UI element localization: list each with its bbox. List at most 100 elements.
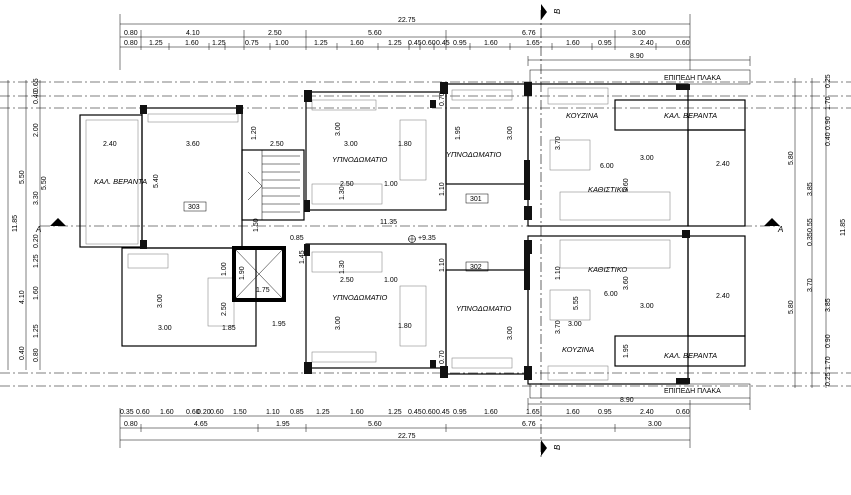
right-a-dim-1: 1.70 [825,96,832,110]
bottom-row1-dim-4: 0.20 [197,409,211,416]
left-mid-dim-1: 5.50 [41,176,48,190]
svg-text:1.30: 1.30 [339,260,346,274]
svg-text:3.00: 3.00 [335,316,342,330]
unit-tag-303: 303 [183,201,207,212]
svg-text:302: 302 [470,264,482,271]
bottom-right-block-dim: 8.90 [620,397,634,404]
svg-text:A: A [35,225,41,234]
svg-text:301: 301 [470,196,482,203]
bottom-row1-dim-11: 1.25 [388,409,402,416]
top-row2-dim-8: 1.25 [388,40,402,47]
svg-text:1.75: 1.75 [256,287,270,294]
svg-text:3.00: 3.00 [507,326,514,340]
top-row2-dim-10: 0.60 [422,40,436,47]
bottom-row1-dim-5: 0.60 [210,409,224,416]
bottom-row2-dim-5: 3.00 [648,421,662,428]
svg-text:2.40: 2.40 [716,293,730,300]
top-row1-dim-3: 5.60 [368,30,382,37]
right-b-dim-1: 3.70 [807,278,814,292]
bottom-row2-dim-1: 4.65 [194,421,208,428]
svg-text:0.70: 0.70 [439,350,446,364]
bottom-row1-dim-15: 0.95 [453,409,467,416]
top-row2-dim-2: 1.60 [185,40,199,47]
bottom-row1-dim-17: 1.65 [526,409,540,416]
top-row2-dim-13: 1.60 [484,40,498,47]
top-right-block-dim: 8.90 [630,53,644,60]
top-row2-dim-9: 0.45 [408,40,422,47]
top-row2-dim-11: 0.45 [436,40,450,47]
top-row1-dim-2: 2.50 [268,30,282,37]
left-inner-dim-0: 0.65 [33,78,40,92]
svg-text:6.00: 6.00 [604,291,618,298]
svg-text:B: B [553,444,562,450]
svg-text:3.00: 3.00 [335,122,342,136]
svg-text:1.80: 1.80 [398,141,412,148]
top-row2-dim-14: 1.65 [526,40,540,47]
svg-text:1.45: 1.45 [299,250,306,264]
top-row2-dim-17: 2.40 [640,40,654,47]
svg-text:3.60: 3.60 [623,178,630,192]
svg-text:5.40: 5.40 [153,174,160,188]
svg-text:2.50: 2.50 [270,141,284,148]
svg-text:3.60: 3.60 [186,141,200,148]
svg-text:3.00: 3.00 [640,303,654,310]
svg-text:3.70: 3.70 [555,136,562,150]
svg-text:1.00: 1.00 [384,277,398,284]
svg-text:3.00: 3.00 [344,141,358,148]
bottom-row1-dim-16: 1.60 [484,409,498,416]
svg-text:1.10: 1.10 [555,266,562,280]
bottom-row2-dim-0: 0.80 [124,421,138,428]
svg-text:B: B [553,8,562,14]
left-inner-dim-10: 0.80 [33,348,40,362]
svg-text:3.00: 3.00 [640,155,654,162]
svg-text:0.70: 0.70 [439,92,446,106]
slab-bottom-label: ΕΠΙΠΕΔΗ ΠΛΑΚΑ [664,388,721,395]
bottom-row1-dim-7: 1.10 [266,409,280,416]
svg-text:1.95: 1.95 [623,344,630,358]
top-row2-dim-16: 0.95 [598,40,612,47]
svg-text:1.95: 1.95 [272,321,286,328]
svg-text:+9.35: +9.35 [418,235,436,242]
bottom-row2-dim-4: 6.76 [522,421,536,428]
section-mark-b-top: B [541,4,562,20]
left-inner-dim-7: 4.10 [19,290,26,304]
left-inner-dim-8: 1.25 [33,324,40,338]
svg-text:1.10: 1.10 [439,182,446,196]
svg-text:1.90: 1.90 [239,266,246,280]
top-row2-dim-3: 1.25 [212,40,226,47]
bottom-row1-dim-19: 0.95 [598,409,612,416]
bottom-row1-dim-14: 0.45 [436,409,450,416]
section-mark-b-bottom: B [541,440,562,456]
svg-text:2.50: 2.50 [340,277,354,284]
top-row2-dim-18: 0.60 [676,40,690,47]
right-c-dim: 11.85 [840,219,847,236]
left-inner-dim-9: 0.40 [19,346,26,360]
right-a-dim-8: 0.90 [825,334,832,348]
bottom-overall-dim: 22.75 [398,433,416,440]
bottom-row1-dim-18: 1.60 [566,409,580,416]
svg-text:1.00: 1.00 [221,262,228,276]
svg-text:1.95: 1.95 [455,126,462,140]
bottom-row1-dim-9: 1.25 [316,409,330,416]
svg-text:1.20: 1.20 [251,126,258,140]
room-kitchen-top: ΚΟΥΖΙΝΑ [566,111,598,120]
top-row2-dim-4: 0.75 [245,40,259,47]
room-kitchen-bottom: ΚΟΥΖΙΝΑ [562,345,594,354]
svg-text:1.50: 1.50 [253,218,260,232]
top-row1-dim-4: 6.76 [522,30,536,37]
svg-text:2.40: 2.40 [716,161,730,168]
right-a-dim-7: 5.80 [788,300,795,314]
top-overall-dim: 22.75 [398,17,416,24]
left-outer-dim: 11.85 [12,215,19,232]
svg-text:3.00: 3.00 [507,126,514,140]
bottom-row1-dim-12: 0.45 [408,409,422,416]
top-dimension-chains: 22.75 0.80 4.10 2.50 5.60 6.76 3.00 0.80… [119,14,751,70]
right-a-dim-3: 0.40 [825,132,832,146]
room-bedroom-302b: ΥΠΝΟΔΩΜΑΤΙΟ [456,304,512,313]
svg-text:3.70: 3.70 [555,320,562,334]
bottom-row2-dim-2: 1.95 [276,421,290,428]
bottom-row1-dim-0: 0.35 [120,409,134,416]
right-a-dim-4: 5.80 [788,151,795,165]
left-inner-dim-1: 0.40 [33,90,40,104]
svg-text:3.60: 3.60 [623,276,630,290]
